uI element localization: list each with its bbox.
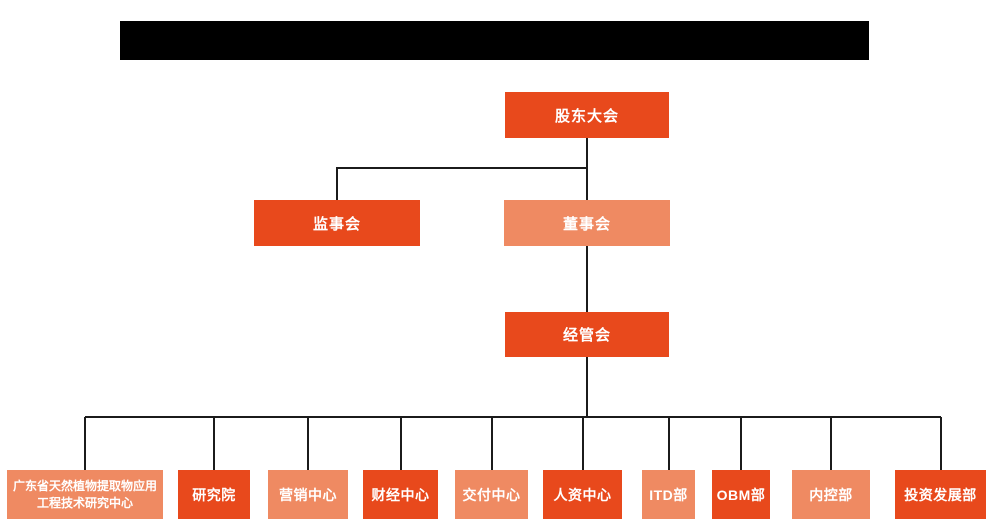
node-hr-center: 人资中心 [543,470,622,519]
connector-dept-stem-1 [213,417,215,471]
connector-dept-stem-6 [667,417,670,471]
connector-supervisory-stem [336,167,338,200]
node-shareholders-meeting: 股东大会 [505,92,669,138]
connector-dept-stem-0 [84,417,86,471]
redacted-title-bar [120,21,869,60]
connector-departments-bus [85,416,941,418]
node-itd-dept: ITD部 [642,470,695,519]
connector-dept-stem-8 [830,417,832,471]
node-internal-control-dept: 内控部 [792,470,870,519]
connector-dept-stem-3 [399,417,402,471]
connector-dept-stem-4 [490,417,493,471]
connector-branch-horizontal [336,167,588,169]
node-research-center: 广东省天然植物提取物应用工程技术研究中心 [7,470,163,519]
node-research-institute: 研究院 [178,470,250,519]
node-obm-dept: OBM部 [712,470,770,519]
connector-management-stem [586,357,588,418]
connector-board-to-management [586,246,588,312]
connector-dept-stem-2 [307,417,309,471]
connector-dept-stem-7 [740,417,742,471]
connector-dept-stem-5 [581,417,584,471]
node-marketing-center: 营销中心 [268,470,348,519]
connector-root-stem [586,138,588,200]
node-board-of-directors: 董事会 [504,200,670,246]
node-delivery-center: 交付中心 [455,470,528,519]
node-management-committee: 经管会 [505,312,669,357]
node-finance-center: 财经中心 [363,470,438,519]
connector-dept-stem-9 [939,417,942,471]
node-investment-development-dept: 投资发展部 [895,470,986,519]
node-supervisory-board: 监事会 [254,200,420,246]
